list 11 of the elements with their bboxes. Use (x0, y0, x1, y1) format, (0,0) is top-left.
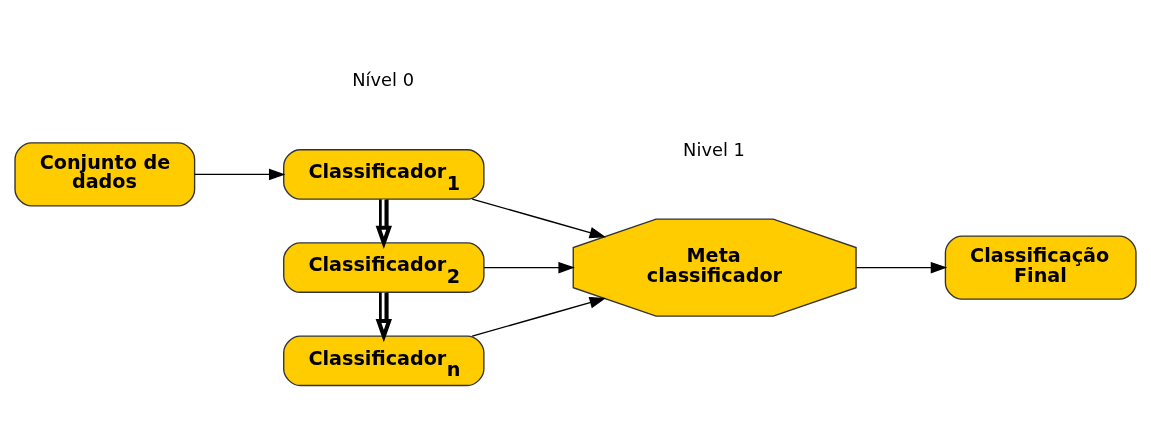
node-box: Classificação Final (944, 234, 1137, 300)
arrow (375, 292, 392, 342)
label: Nivel 1 (683, 138, 745, 160)
arrow (483, 261, 575, 273)
arrow (471, 197, 607, 238)
node-box: Conjunto de dados (14, 141, 196, 207)
arrow (194, 168, 286, 180)
arrow (375, 199, 392, 249)
arrow (855, 261, 948, 273)
arrow (471, 296, 607, 337)
label: Nível 0 (352, 68, 414, 90)
